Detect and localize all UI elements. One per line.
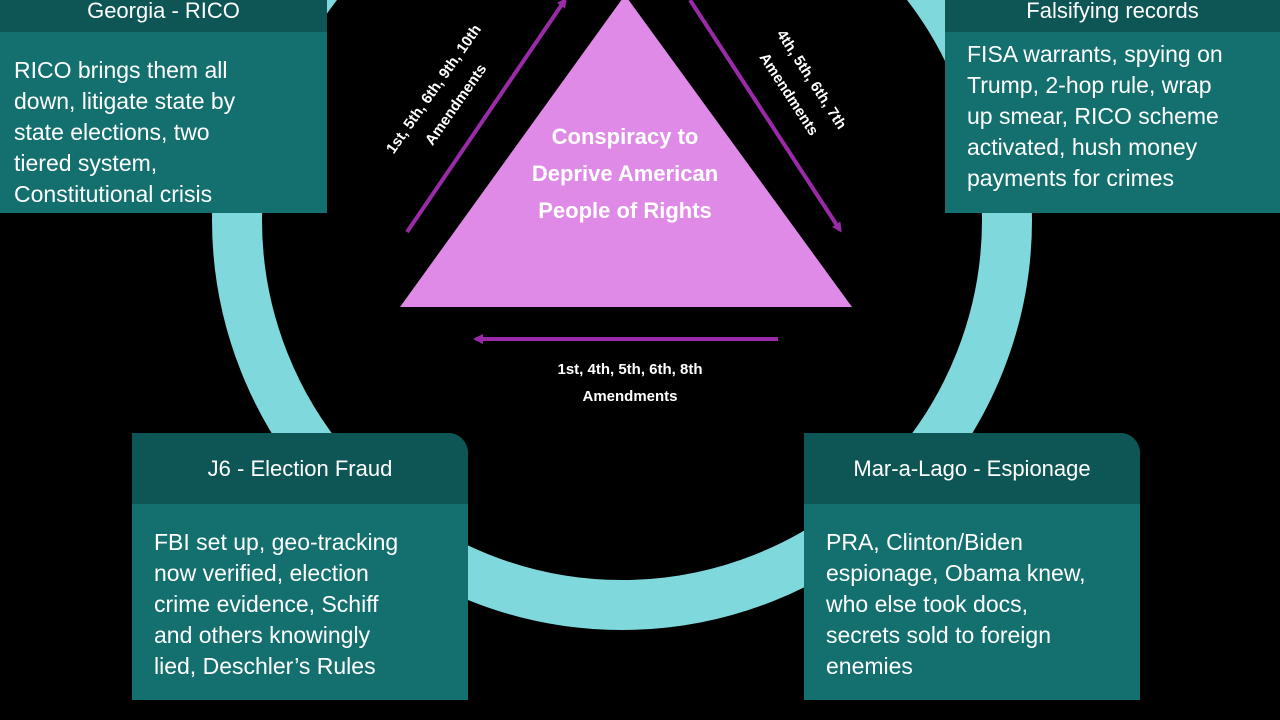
card-body: PRA, Clinton/Biden espionage, Obama knew… <box>826 529 1086 679</box>
bottom-arrow-label: 1st, 4th, 5th, 6th, 8th Amendments <box>557 361 703 405</box>
left-arrow <box>405 0 567 234</box>
card-falsifying-records: Falsifying records FISA warrants, spying… <box>945 0 1280 213</box>
card-body: FISA warrants, spying on Trump, 2-hop ru… <box>967 41 1223 191</box>
card-title: Mar-a-Lago - Espionage <box>804 433 1140 504</box>
card-georgia-rico: Georgia - RICO RICO brings them all down… <box>0 0 327 213</box>
center-title: Conspiracy to Deprive American People of… <box>531 124 719 223</box>
card-title: J6 - Election Fraud <box>132 433 468 504</box>
card-mar-a-lago-espionage: Mar-a-Lago - Espionage PRA, Clinton/Bide… <box>804 433 1140 700</box>
cycle-ring <box>212 0 1032 630</box>
card-body: RICO brings them all down, litigate stat… <box>14 57 236 207</box>
card-title: Falsifying records <box>945 0 1280 32</box>
right-arrow <box>688 0 842 233</box>
card-j6-election-fraud: J6 - Election Fraud FBI set up, geo-trac… <box>132 433 468 700</box>
card-body: FBI set up, geo-tracking now verified, e… <box>154 529 399 679</box>
center-triangle <box>400 0 852 307</box>
card-title: Georgia - RICO <box>0 0 327 32</box>
